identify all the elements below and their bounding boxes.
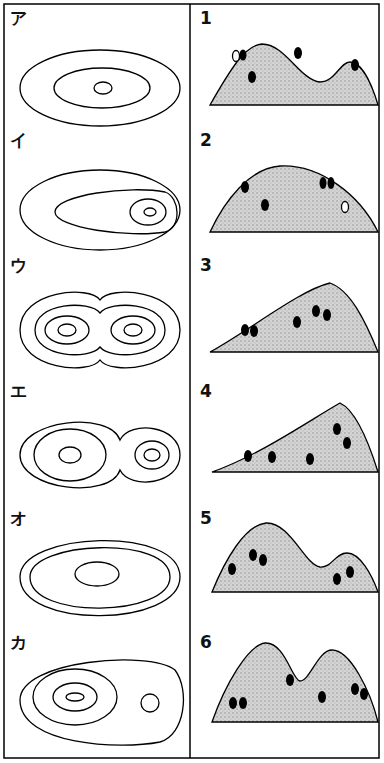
map-letter: ア — [10, 10, 27, 27]
contour-map — [20, 50, 180, 126]
marker-dots — [228, 47, 368, 709]
mountain-profile — [212, 403, 378, 472]
profile-number: 4 — [200, 383, 212, 400]
mountain-profile — [212, 523, 378, 592]
profile-number: 1 — [200, 10, 212, 27]
contour-map — [20, 541, 180, 616]
profile-number: 6 — [200, 634, 212, 651]
mountain-profile — [212, 643, 378, 722]
contour-map — [20, 660, 183, 745]
map-letter: エ — [10, 383, 27, 400]
contour-map — [20, 292, 180, 368]
map-letter: イ — [10, 132, 27, 149]
profile-number: 5 — [200, 510, 212, 527]
frame — [4, 4, 379, 758]
map-letter: ウ — [10, 257, 27, 274]
profile-number: 2 — [200, 132, 212, 149]
contour-map — [20, 422, 180, 488]
mountain-profile — [210, 283, 378, 352]
contour-map — [20, 170, 180, 250]
mountain-profile — [210, 44, 378, 105]
map-letter: カ — [10, 634, 27, 651]
map-letter: オ — [10, 510, 27, 527]
profile-number: 3 — [200, 257, 212, 274]
mountain-profile — [210, 166, 378, 232]
divider — [189, 4, 191, 758]
